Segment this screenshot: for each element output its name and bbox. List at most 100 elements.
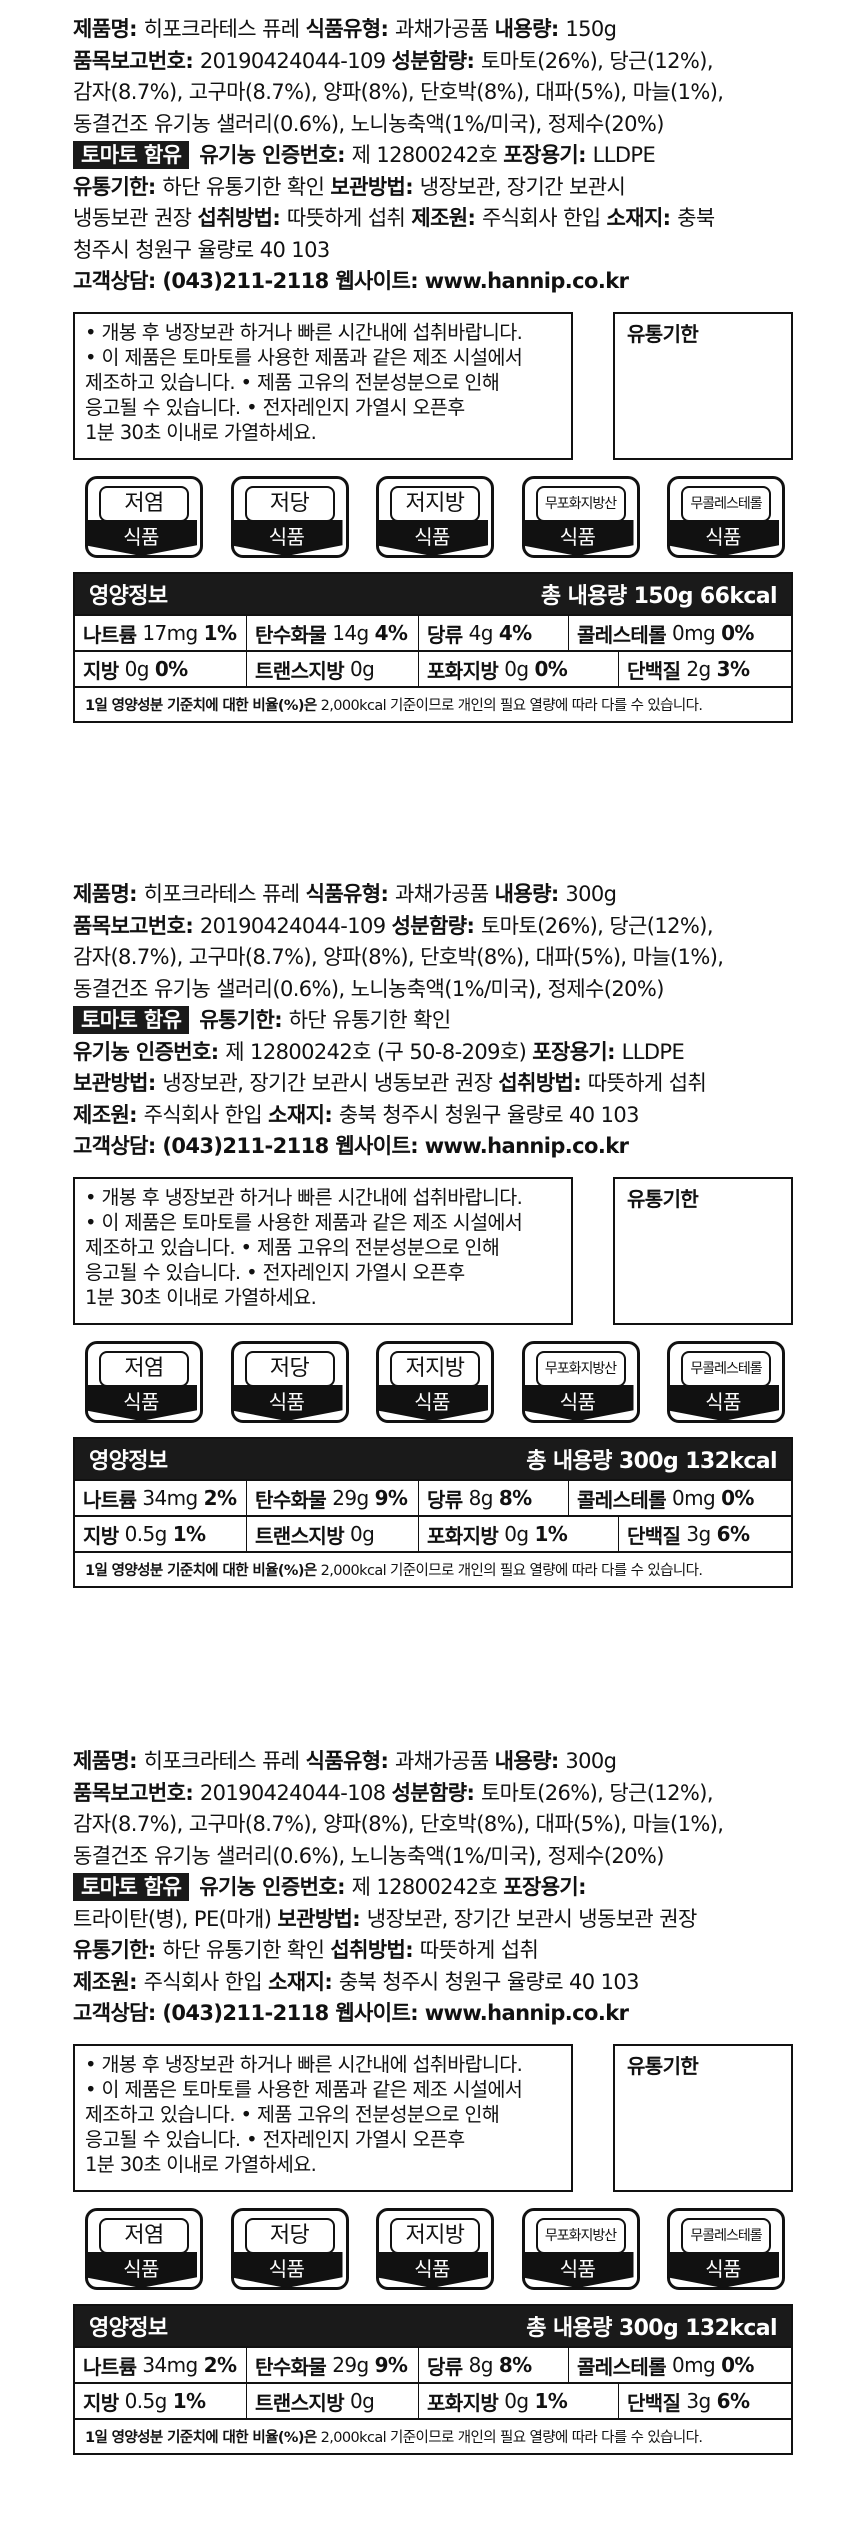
nutrient-name: 당류: [427, 1487, 463, 1512]
info-line: 감자(8.7%), 고구마(8.7%), 양파(8%), 단호박(8%), 대파…: [73, 77, 793, 109]
nutrient-amount: 0g: [504, 657, 529, 681]
nutrient-percent: 1%: [172, 1522, 206, 1546]
caution-line: 응고될 수 있습니다. • 전자레인지 가열시 오픈후: [85, 1261, 465, 1284]
info-value: 충북 청주시 청원구 율량로 40 103: [338, 1969, 640, 1994]
nutrient-percent: 9%: [374, 2353, 408, 2377]
nutrient-name: 나트륨: [83, 2354, 137, 2379]
caution-line: 응고될 수 있습니다. • 전자레인지 가열시 오픈후: [85, 2128, 465, 2151]
claim-icon-top: 무포화지방산: [535, 2218, 626, 2254]
info-value: 냉장보관, 장기간 보관시 냉동보관 권장: [366, 1906, 698, 1931]
info-label: 성분함량:: [391, 913, 481, 938]
claim-icon-top: 저염: [99, 486, 189, 522]
nutrition-footnote: 1일 영양성분 기준치에 대한 비율(%)은 2,000kcal 기준이므로 개…: [75, 1551, 791, 1586]
nutrient-name: 콜레스테롤: [577, 2354, 667, 2379]
nutrient-name: 트랜스지방: [255, 1523, 345, 1548]
nutrition-total: 총 내용량 300g 132kcal: [526, 2316, 777, 2341]
info-label: 섭취방법:: [498, 1071, 588, 1095]
claim-icon-top: 무콜레스테롤: [681, 1351, 771, 1387]
info-line: 제조원: 주식회사 한입 소재지: 충북 청주시 청원구 율량로 40 103: [73, 1967, 793, 1999]
nutrient-percent: 6%: [716, 1522, 750, 1546]
claim-icon-bottom: 식품: [85, 1385, 197, 1421]
info-value: 트라이탄(병), PE(마개): [73, 1906, 278, 1931]
info-label: 식품유형:: [305, 17, 395, 41]
info-line: 유통기한: 하단 유통기한 확인 섭취방법: 따뜻하게 섭취: [73, 1935, 793, 1967]
nutrient-percent: 8%: [498, 2353, 532, 2377]
info-label: 식품유형:: [305, 1749, 395, 1773]
info-value: 청주시 청원구 율량로 40 103: [73, 237, 330, 262]
caution-notes: • 개봉 후 냉장보관 하거나 빠른 시간내에 섭취바랍니다.• 이 제품은 토…: [73, 312, 573, 460]
caution-line: 1분 30초 이내로 가열하세요.: [85, 2153, 317, 2176]
nutrient-amount: 4g: [468, 621, 494, 645]
nutrient-name: 콜레스테롤: [577, 1487, 667, 1512]
nutrient-name: 탄수화물: [255, 1487, 327, 1512]
nutrient-name: 지방: [83, 2390, 119, 2415]
info-label: 제품명:: [73, 1749, 144, 1773]
nutrient-percent: 4%: [374, 621, 408, 645]
info-line: 유기농 인증번호: 제 12800242호 (구 50-8-209호) 포장용기…: [73, 1037, 793, 1069]
footnote-text: 2,000kcal 기준이므로 개인의 필요 열량에 따라 다를 수 있습니다.: [316, 698, 703, 714]
info-line: 고객상담: (043)211-2118 웹사이트: www.hannip.co.…: [73, 1131, 793, 1163]
info-label: 유기농 인증번호:: [199, 1875, 352, 1899]
info-line: 보관방법: 냉장보관, 장기간 보관시 냉동보관 권장 섭취방법: 따뜻하게 섭…: [73, 1068, 793, 1100]
info-label: 식품유형:: [305, 882, 395, 906]
info-value: 충북 청주시 청원구 율량로 40 103: [338, 1102, 640, 1127]
info-label: 보관방법:: [277, 1906, 367, 1931]
info-value: 제 12800242호: [351, 143, 504, 167]
info-label: 보관방법:: [73, 1071, 163, 1095]
info-value: 충북: [677, 206, 715, 230]
info-value: 제 12800242호 (구 50-8-209호): [225, 1039, 533, 1064]
nutrient-percent: 1%: [534, 1522, 568, 1546]
info-value: 과채가공품: [394, 17, 495, 41]
info-value: 주식회사 한입: [143, 1102, 269, 1127]
info-value: 따뜻하게 섭취: [419, 1938, 539, 1962]
nutrient-amount: 0mg: [672, 1486, 716, 1510]
info-value: 냉동보관 권장: [73, 206, 198, 230]
notice-area: • 개봉 후 냉장보관 하거나 빠른 시간내에 섭취바랍니다.• 이 제품은 토…: [73, 1177, 793, 1327]
info-label: 유통기한:: [73, 1938, 163, 1962]
info-value: LLDPE: [621, 1039, 685, 1064]
info-label: 품목보고번호:: [73, 1780, 200, 1805]
nutrient-name: 포화지방: [427, 1523, 499, 1548]
claim-icon-top: 저당: [244, 486, 335, 522]
info-value: 300g: [565, 882, 617, 906]
caution-line: 1분 30초 이내로 가열하세요.: [85, 1286, 317, 1309]
claim-icon-top: 저지방: [390, 1351, 480, 1387]
nutrient-amount: 0g: [124, 657, 150, 681]
info-value: 20190424044-108: [199, 1780, 392, 1805]
nutrient-amount: 0g: [504, 1522, 529, 1546]
caution-line: 제조하고 있습니다. • 제품 고유의 전분성분으로 인해: [85, 371, 500, 394]
info-label: 포장용기:: [503, 143, 593, 167]
caution-line: • 개봉 후 냉장보관 하거나 빠른 시간내에 섭취바랍니다.: [85, 1186, 523, 1209]
nutrient-percent: 0%: [534, 657, 568, 681]
nutrient-amount: 0g: [350, 657, 375, 681]
info-line: 동결건조 유기농 샐러리(0.6%), 노니농축액(1%/미국), 정제수(20…: [73, 974, 793, 1006]
nutrient-name: 당류: [427, 2354, 463, 2379]
caution-notes: • 개봉 후 냉장보관 하거나 빠른 시간내에 섭취바랍니다.• 이 제품은 토…: [73, 1177, 573, 1325]
info-line: 고객상담: (043)211-2118 웹사이트: www.hannip.co.…: [73, 1998, 793, 2030]
info-line: 트라이탄(병), PE(마개) 보관방법: 냉장보관, 장기간 보관시 냉동보관…: [73, 1904, 793, 1936]
claim-icon-top: 무포화지방산: [535, 486, 626, 522]
info-label: 유통기한:: [73, 174, 163, 199]
nutrient-name: 단백질: [627, 658, 681, 683]
caution-line: • 이 제품은 토마토를 사용한 제품과 같은 제조 시설에서: [85, 1211, 523, 1234]
